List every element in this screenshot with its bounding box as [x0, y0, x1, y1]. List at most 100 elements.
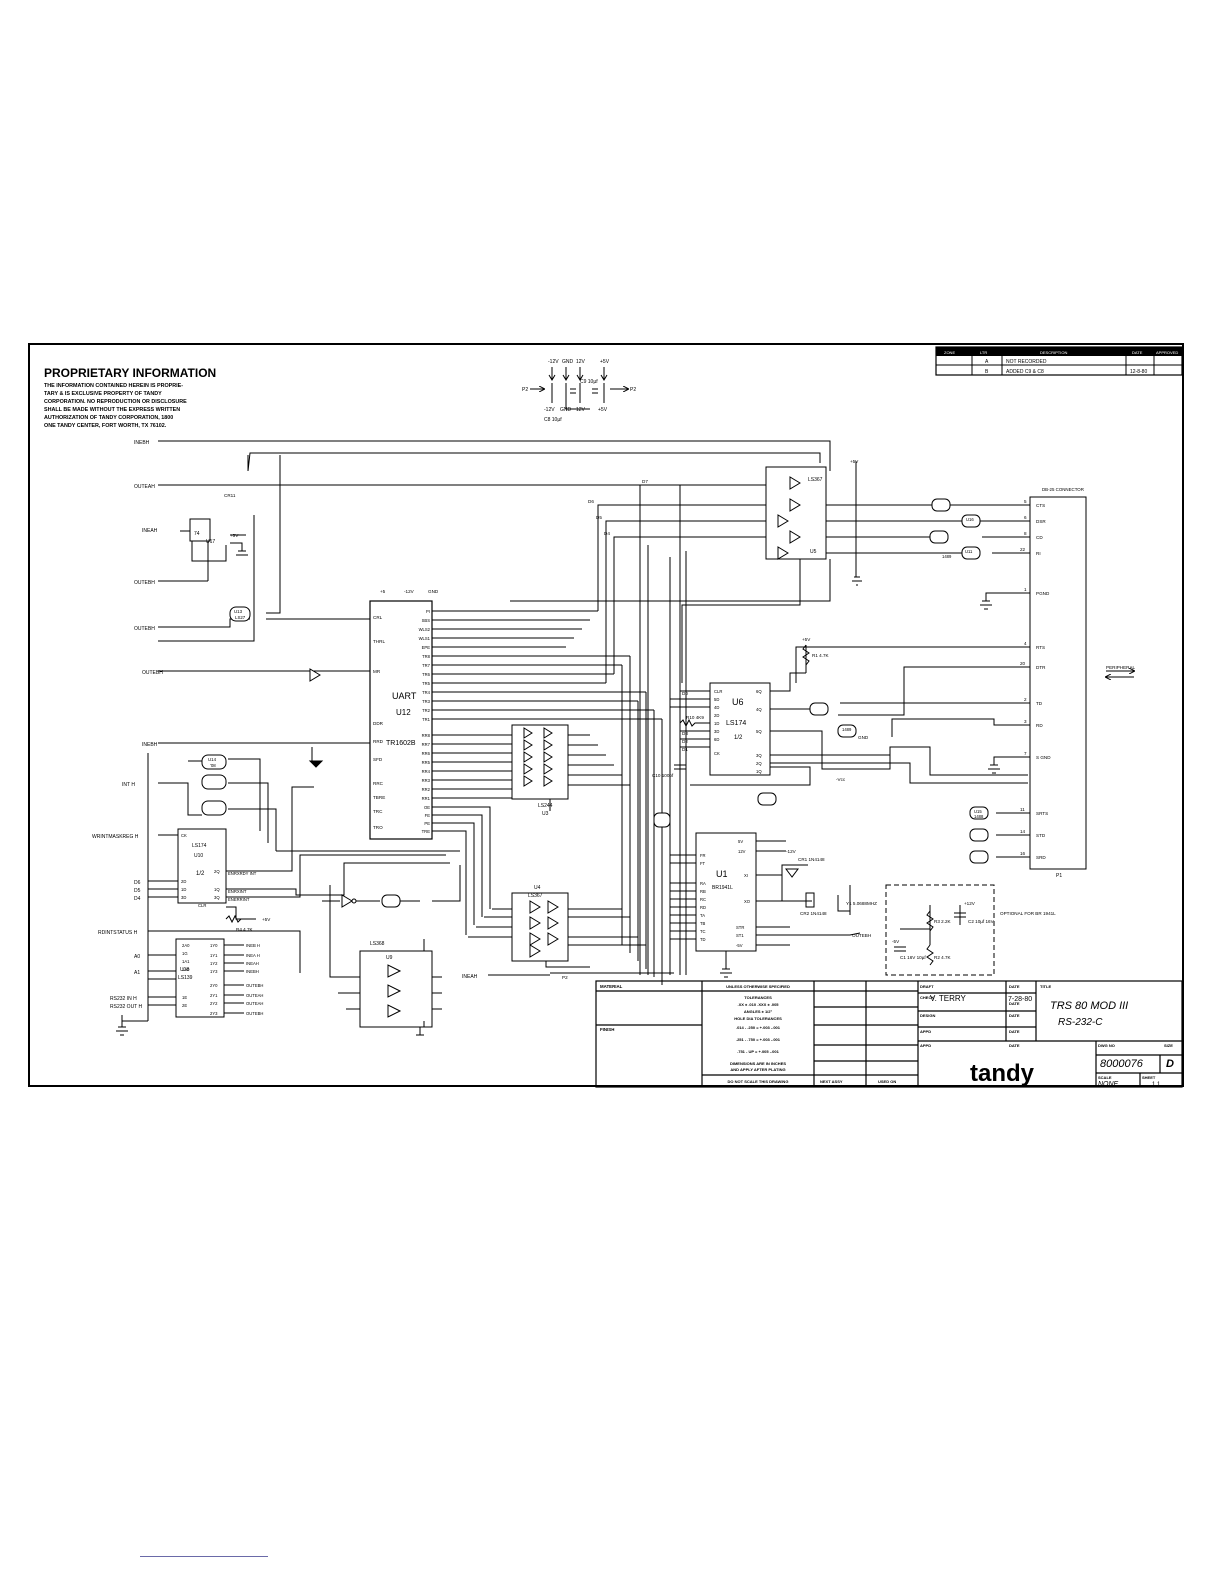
r2-label: R2 4.7K: [934, 955, 952, 960]
u14-part: '08: [210, 763, 216, 768]
cr1-label: CR1 1N4148: [798, 857, 825, 862]
tb-design: DESIGN: [920, 1013, 935, 1018]
u17-name: U17: [206, 539, 215, 545]
u10-output: ENERRINT: [228, 897, 250, 902]
r4-label: R4 4.7K: [236, 927, 254, 932]
chip-labels: LS367 U5 U6 LS174 1/2 CLR 5D 4D 2D 1D 3D…: [178, 477, 984, 1016]
uart-right-pin: PE: [424, 821, 430, 826]
u6-pin: 6Q: [756, 689, 762, 694]
u18-pin: 2Y3: [210, 1011, 218, 1016]
u10-part: LS174: [192, 843, 207, 849]
proprietary-line: THE INFORMATION CONTAINED HEREIN IS PROP…: [44, 383, 183, 389]
u16-name: U16: [966, 517, 974, 522]
uart-left-pin: CRL: [373, 615, 383, 620]
uart-right-pin: TRE: [422, 829, 431, 834]
optional-label: OPTIONAL FOR BR 1941L: [1000, 911, 1056, 916]
tb-tol: DIMENSIONS ARE IN INCHES: [730, 1061, 786, 1066]
u17-part: 74: [194, 531, 200, 537]
power-label: -12V: [548, 359, 559, 365]
uart-ref: U12: [396, 708, 411, 717]
uart-right-pin: TR6: [422, 672, 431, 677]
uart-right-pin: RR2: [422, 787, 431, 792]
bus-d1: D1: [682, 747, 688, 752]
tb-next-assy: NEXT ASSY: [820, 1079, 843, 1084]
tb-date: 7-28-80: [1008, 996, 1032, 1003]
rev-header-date: DATE: [1132, 350, 1143, 355]
u18-output: INEB H: [246, 943, 260, 948]
u18-pin: 2E: [182, 1003, 187, 1008]
uart-right-pin: TR5: [422, 681, 431, 686]
u10-output: ENRXRDY INT: [228, 871, 257, 876]
conn-pin-name: RI: [1036, 551, 1041, 556]
conn-pin-name: DTR: [1036, 665, 1046, 670]
u1-pin: XI: [744, 873, 748, 878]
data-bus-labels: D7 D6 D5 D4 D3 D2 D1 D0: [588, 479, 688, 752]
u4-name: U4: [534, 885, 541, 891]
connector-title: DB-25 CONNECTOR: [1042, 487, 1084, 492]
u1-pin: FR: [700, 853, 706, 858]
r10-label: R10 4K9: [686, 715, 704, 720]
u18-name: U18: [180, 967, 189, 973]
plus5-label-2: +5V: [802, 637, 811, 642]
signal-a1: A1: [134, 970, 140, 976]
u10-pin: 3Q: [214, 895, 220, 900]
r1-label: R1 4.7K: [812, 653, 830, 658]
u15-name: U15: [974, 809, 982, 814]
buffer-gates: [309, 476, 801, 1018]
uart-left-pin: SFD: [373, 757, 383, 762]
rev-row-desc: ADDED C9 & C8: [1006, 369, 1044, 375]
c10-label: C10 100pf: [652, 773, 674, 778]
conn-pin-num: 11: [1020, 807, 1025, 812]
plus12-label: +12V: [964, 901, 976, 906]
u6-pin: 3D: [714, 729, 719, 734]
u18-pin: 1Y2: [210, 961, 218, 966]
rev-row-ltr: B: [985, 369, 989, 375]
power-label: +5V: [598, 407, 608, 413]
plus5-label: +5V: [850, 459, 859, 464]
signal-rdintstatus: RDINTSTATUS H: [98, 930, 138, 936]
uart-right-pin: FE: [425, 813, 431, 818]
tb-appd-2: APPD: [920, 1043, 931, 1048]
proprietary-line: TARY & IS EXCLUSIVE PROPERTY OF TANDY: [44, 391, 162, 397]
uart-left-pin: TRC: [373, 809, 383, 814]
signal-d5: D5: [134, 888, 141, 894]
uart-left-pin: RRC: [373, 781, 384, 786]
uart-right-pin: TR8: [422, 654, 431, 659]
uart-right-pin: RR1: [422, 796, 431, 801]
u6-pin: CLR: [714, 689, 722, 694]
tb-dwg-label: DWG NO: [1098, 1043, 1115, 1048]
u1-pin: -5V: [736, 943, 743, 948]
u5-name: U5: [810, 549, 817, 555]
u1-pin: STR: [736, 925, 744, 930]
signal-d6: D6: [134, 880, 141, 886]
rev-row-desc: NOT RECORDED: [1006, 359, 1047, 365]
conn-pin-num: 1: [1024, 587, 1027, 592]
signal-ineb: INEBH: [134, 440, 150, 446]
r3-label: R3 2.2K: [934, 919, 952, 924]
conn-pin-num: 20: [1020, 661, 1026, 666]
uart-right-pin: RR4: [422, 769, 431, 774]
conn-pin-name: STD: [1036, 833, 1046, 838]
u9-name: U9: [386, 955, 393, 961]
tb-check: CHECK: [920, 995, 934, 1000]
u3-part: LS244: [538, 803, 553, 809]
u6-pin: 3Q: [756, 753, 762, 758]
proprietary-line: AUTHORIZATION OF TANDY CORPORATION, 1800: [44, 415, 173, 421]
u10-output: ENRXINT: [228, 889, 247, 894]
signal-labels-left: INEBH OUTEAH INEAH OUTEBH OUTEBH OUTEBH …: [92, 440, 478, 1010]
u6-pin: 2D: [714, 713, 719, 718]
conn-pin-num: 6: [1024, 515, 1027, 520]
signal-outeb-2: OUTEBH: [134, 626, 155, 632]
uart-right-pin: RR8: [422, 733, 431, 738]
u16-part: 1489: [942, 554, 952, 559]
tb-tol: AND APPLY AFTER PLATING: [730, 1067, 785, 1072]
conn-pin-num: 3: [1024, 719, 1027, 724]
tb-date-label-5: DATE: [1009, 1043, 1020, 1048]
conn-pin-name: S GND: [1036, 755, 1051, 760]
rev-header-desc: DESCRIPTION: [1040, 350, 1067, 355]
tb-scale: NONE: [1098, 1081, 1119, 1088]
conn-pin-name: PGND: [1036, 591, 1050, 596]
power-label: 12V: [576, 359, 586, 365]
tb-tol: ANGLES ± 1/2°: [744, 1009, 773, 1014]
tb-tol: .751 - UP = +.005 -.001: [737, 1049, 780, 1054]
